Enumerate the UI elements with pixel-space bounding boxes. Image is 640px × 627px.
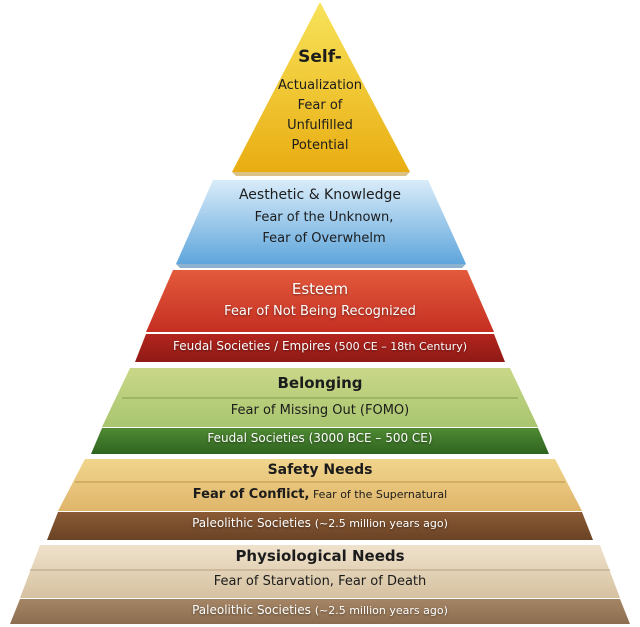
esteem-era-band	[135, 334, 505, 362]
aesthetic-title: Aesthetic & Knowledge	[238, 187, 402, 203]
safety-line1-rest: Fear of the Supernatural	[309, 488, 448, 501]
physiological-era-range: (~2.5 million years ago)	[314, 604, 448, 617]
safety-era-range: (~2.5 million years ago)	[314, 517, 448, 530]
self-actualization-line4: Potential	[291, 138, 349, 153]
safety-line1: Fear of Conflict, Fear of the Supernatur…	[80, 487, 560, 503]
esteem-era-range: (500 CE – 18th Century)	[334, 340, 468, 353]
belonging-era-band	[91, 428, 549, 454]
belonging-line1: Fear of Missing Out (FOMO)	[230, 403, 410, 418]
level-physiological	[20, 545, 620, 598]
self-actualization-title: Self-	[298, 47, 342, 67]
level-self-actualization	[232, 2, 410, 172]
aesthetic-line2: Fear of Overwhelm	[262, 231, 386, 246]
esteem-title: Esteem	[291, 280, 349, 298]
level-esteem	[146, 270, 494, 332]
belonging-era: Feudal Societies (3000 BCE – 500 CE)	[110, 431, 530, 446]
physiological-line1: Fear of Starvation, Fear of Death	[213, 574, 427, 589]
aesthetic-line1: Fear of the Unknown,	[254, 210, 394, 225]
esteem-era: Feudal Societies / Empires (500 CE – 18t…	[140, 339, 500, 354]
safety-line1-main: Fear of Conflict,	[192, 487, 310, 502]
self-actualization-line1: Actualization	[277, 78, 363, 93]
level-aesthetic	[176, 180, 466, 264]
self-actualization-line2: Fear of	[297, 98, 343, 113]
safety-era: Paleolithic Societies (~2.5 million year…	[60, 516, 580, 531]
level-safety	[58, 459, 582, 511]
physiological-title: Physiological Needs	[235, 547, 405, 565]
belonging-title: Belonging	[277, 374, 363, 392]
physiological-era-main: Paleolithic Societies	[192, 603, 311, 617]
esteem-line1: Fear of Not Being Recognized	[224, 304, 416, 319]
belonging-era-main: Feudal Societies	[207, 431, 305, 445]
esteem-era-main: Feudal Societies / Empires	[172, 339, 331, 353]
self-actualization-line3: Unfulfilled	[287, 118, 353, 133]
belonging-era-range: (3000 BCE – 500 CE)	[308, 431, 433, 445]
physiological-era-band	[10, 599, 630, 624]
safety-era-main: Paleolithic Societies	[192, 516, 311, 530]
safety-era-band	[47, 512, 593, 540]
safety-title: Safety Needs	[267, 462, 373, 478]
physiological-era: Paleolithic Societies (~2.5 million year…	[40, 603, 600, 618]
